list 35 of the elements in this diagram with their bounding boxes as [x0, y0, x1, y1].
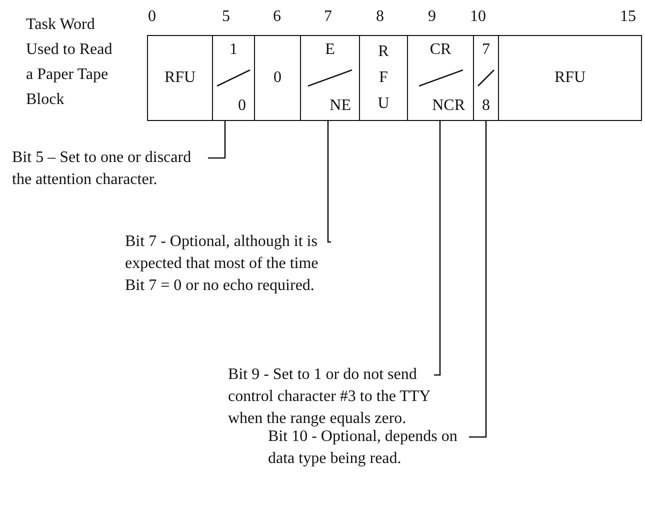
- register-field: [473, 35, 499, 121]
- register-field: [407, 35, 474, 121]
- bit-note: Bit 5 – Set to one or discard the attention character.: [12, 147, 207, 191]
- field-value: E: [324, 40, 336, 60]
- field-value: 0: [237, 96, 247, 116]
- field-value: 7: [482, 40, 490, 60]
- diagram-title: Task Word Used to Read a Paper Tape Block: [26, 15, 114, 110]
- field-value: RFU: [554, 68, 586, 88]
- register-field: [359, 35, 408, 121]
- bit-number: 8: [376, 8, 384, 26]
- leader-line: [469, 121, 487, 438]
- field-value: 0: [274, 68, 282, 88]
- bit-number: 9: [428, 8, 436, 26]
- leader-line: [434, 121, 441, 376]
- register-field: [254, 35, 301, 121]
- register-field: [498, 35, 642, 121]
- field-value: 8: [482, 96, 490, 116]
- field-value: R F U: [377, 42, 390, 114]
- leader-line: [327, 121, 331, 243]
- leader-line: [208, 121, 226, 159]
- field-value: RFU: [164, 68, 196, 88]
- bit-number: 15: [620, 8, 636, 26]
- bit-number: 0: [148, 8, 156, 26]
- field-value: 1: [228, 40, 238, 60]
- field-value: NCR: [431, 96, 466, 116]
- bit-number: 6: [273, 8, 281, 26]
- field-value: NE: [328, 96, 352, 116]
- bit-note: Bit 7 - Optional, although it is expected that most of the time Bit 7 = 0 or no echo required.: [125, 231, 330, 297]
- field-value: CR: [428, 40, 452, 60]
- bit-number: 7: [324, 8, 332, 26]
- register-field: [300, 35, 360, 121]
- register-field: [212, 35, 255, 121]
- bit-number: 5: [222, 8, 230, 26]
- register-field: [147, 35, 213, 121]
- bit-number: 10: [470, 8, 486, 26]
